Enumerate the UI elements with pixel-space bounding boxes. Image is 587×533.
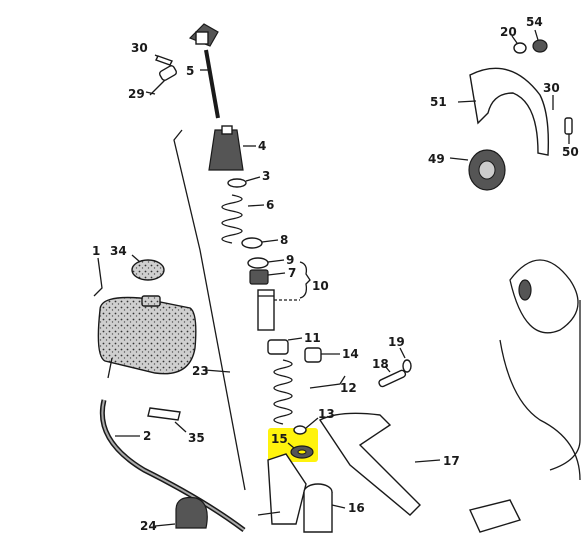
label-19: 19	[388, 335, 405, 349]
label-23: 23	[192, 364, 209, 378]
label-14: 14	[342, 347, 359, 361]
part-4-cap[interactable]	[208, 125, 256, 171]
part-50-pin[interactable]	[564, 117, 573, 135]
part-20-washer[interactable]	[513, 42, 527, 54]
label-34: 34	[110, 244, 127, 258]
label-13: 13	[318, 407, 335, 421]
label-18: 18	[372, 357, 389, 371]
part-14-collar[interactable]	[304, 347, 322, 363]
part-3-washer[interactable]	[227, 178, 247, 188]
cable-assembly[interactable]	[499, 259, 581, 481]
label-3: 3	[262, 169, 270, 183]
label-50: 50	[562, 145, 579, 159]
part-51-bracket[interactable]	[457, 67, 550, 156]
part-34-cap[interactable]	[131, 254, 165, 281]
label-7: 7	[288, 266, 296, 280]
part-24-boot[interactable]	[154, 496, 208, 529]
part-29-bolt[interactable]	[145, 65, 178, 96]
part-54-nut[interactable]	[532, 39, 548, 53]
label-24: 24	[140, 519, 157, 533]
part-16-pivot[interactable]	[257, 453, 346, 533]
part-17-pedal[interactable]	[318, 412, 521, 533]
label-15: 15	[271, 432, 288, 446]
part-13-washer[interactable]	[293, 425, 307, 435]
part-30-pin[interactable]	[154, 54, 173, 66]
part-6-spring[interactable]	[221, 194, 265, 244]
part-1-reservoir[interactable]	[93, 257, 197, 379]
label-2: 2	[143, 429, 151, 443]
label-4: 4	[258, 139, 266, 153]
label-16: 16	[348, 501, 365, 515]
label-51: 51	[430, 95, 447, 109]
part-12-spring[interactable]	[273, 359, 346, 425]
label-29: 29	[128, 87, 145, 101]
part-7-nut[interactable]	[249, 269, 269, 285]
label-8: 8	[280, 233, 288, 247]
part-5-rod[interactable]	[188, 23, 220, 119]
label-6: 6	[266, 198, 274, 212]
part-11-bushing[interactable]	[267, 339, 289, 355]
part-8-ring[interactable]	[241, 237, 263, 249]
label-54: 54	[526, 15, 543, 29]
label-1: 1	[92, 244, 100, 258]
label-20: 20	[500, 25, 517, 39]
part-19-ring[interactable]	[402, 359, 412, 373]
label-12: 12	[340, 381, 357, 395]
label-9: 9	[286, 253, 294, 267]
part-2-hose[interactable]	[99, 399, 246, 533]
label-30-left: 30	[131, 41, 148, 55]
label-5: 5	[186, 64, 194, 78]
label-35: 35	[188, 431, 205, 445]
part-18-pin[interactable]	[378, 369, 407, 388]
label-17: 17	[443, 454, 460, 468]
label-11: 11	[304, 331, 321, 345]
label-49: 49	[428, 152, 445, 166]
part-35-clip[interactable]	[147, 407, 187, 433]
part-10-sleeve[interactable]	[257, 289, 300, 331]
label-30-right: 30	[543, 81, 560, 95]
part-9-ring[interactable]	[247, 257, 269, 269]
part-49-pulley[interactable]	[449, 149, 506, 191]
label-10: 10	[312, 279, 329, 293]
